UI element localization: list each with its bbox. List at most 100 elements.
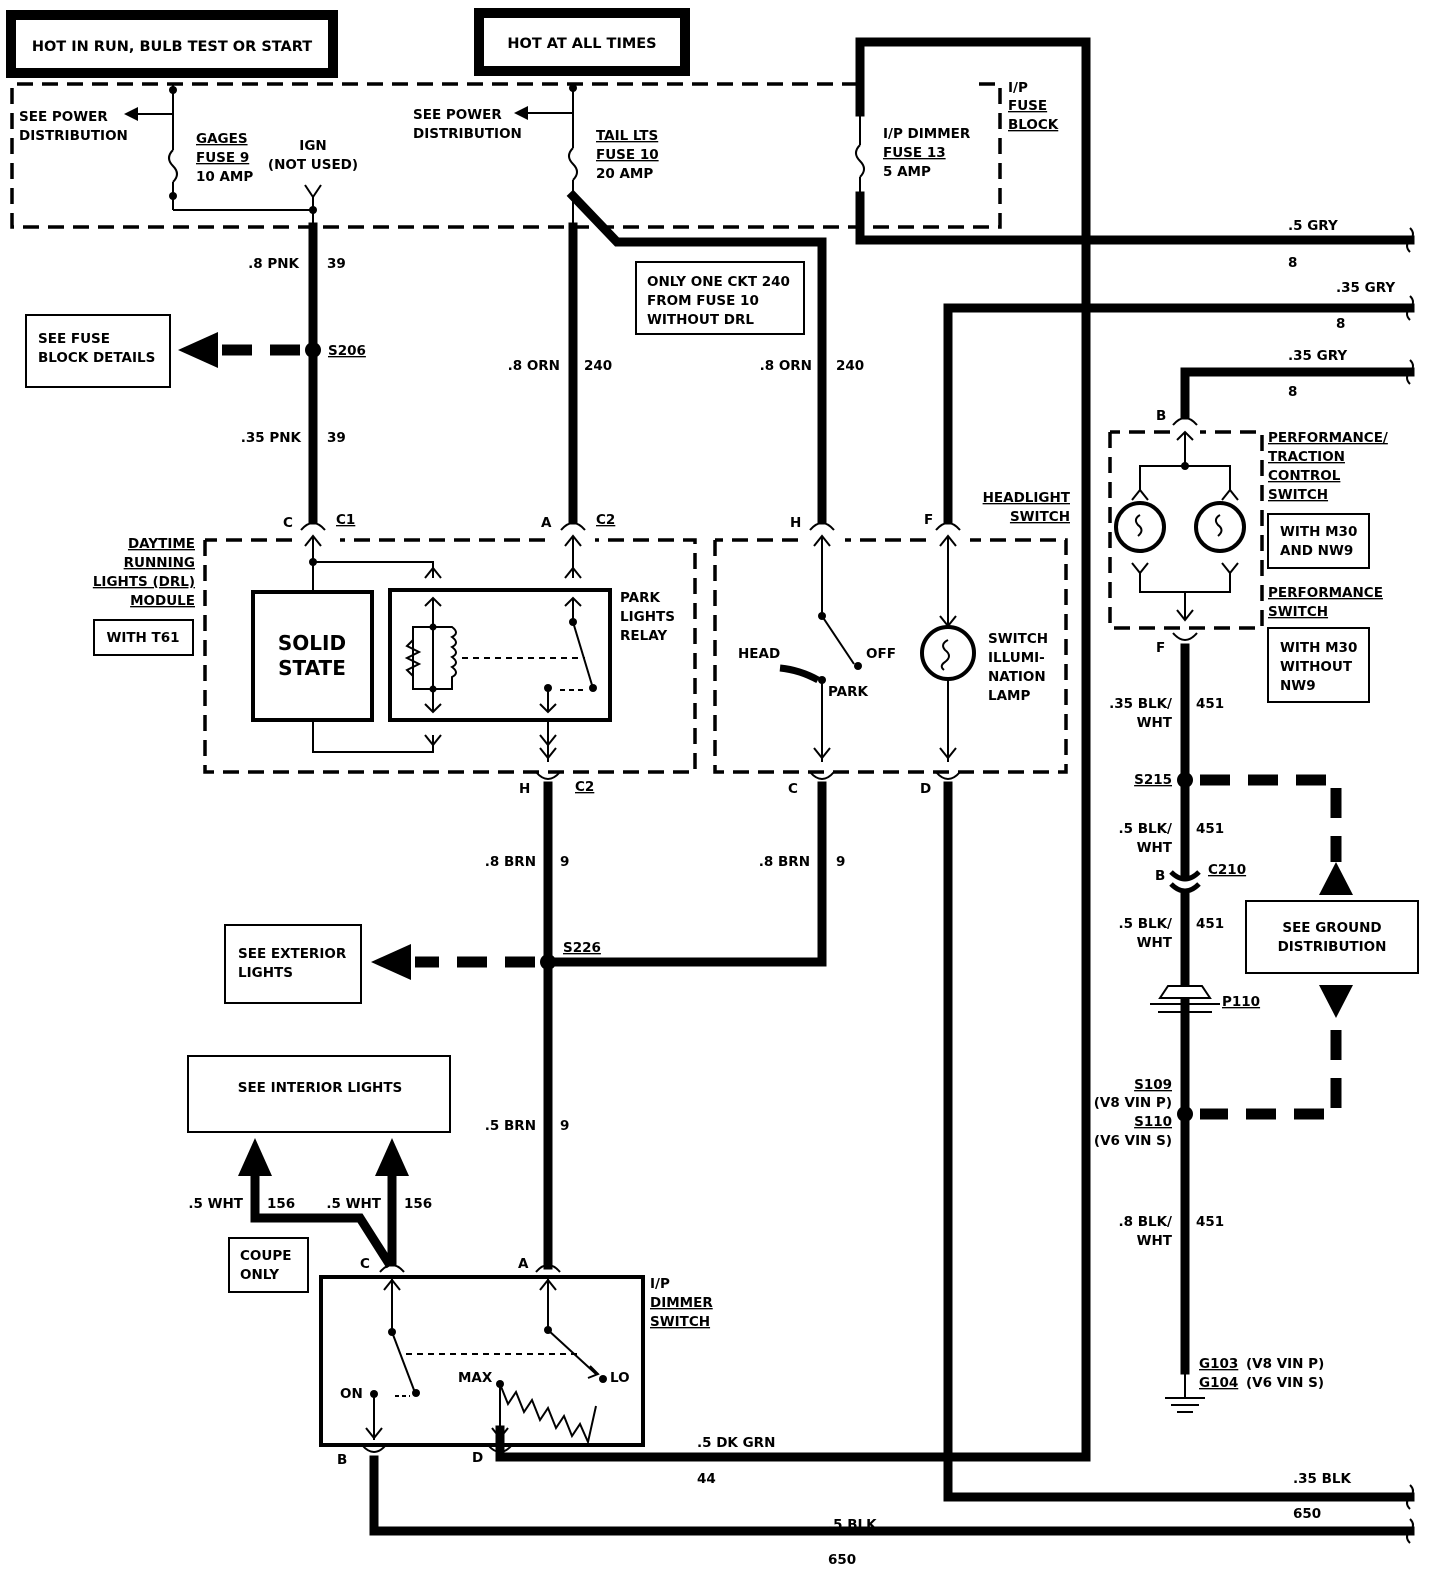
- solid-state-box: [251, 590, 374, 722]
- hot-in-run-label: HOT IN RUN, BULB TEST OR START: [32, 39, 312, 55]
- gry1-label: .5 GRY: [1288, 218, 1338, 234]
- fuse9-b: FUSE 9: [196, 150, 249, 166]
- drl-d: MODULE: [130, 593, 195, 609]
- on-label: ON: [340, 1386, 363, 1402]
- orn1-ckt: 240: [584, 358, 612, 374]
- drl-b: RUNNING: [124, 555, 195, 571]
- fuse-block-outline: [10, 82, 1002, 229]
- hl-sw-a: HEADLIGHT: [983, 490, 1071, 506]
- switch-off-contact: [854, 662, 862, 670]
- blkwht1-ckt: 451: [1196, 696, 1224, 712]
- perf-trac-a: PERFORMANCE/: [1268, 430, 1388, 446]
- illum-a: SWITCH: [988, 631, 1048, 647]
- orn1-label: .8 ORN: [508, 358, 560, 374]
- grommet-p110: [1158, 985, 1212, 999]
- rheostat-icon: [499, 1383, 597, 1446]
- blkwht2-b: WHT: [1137, 840, 1173, 856]
- splice-s109-s110: [1177, 1106, 1193, 1122]
- blkwht2-a: .5 BLK/: [1118, 821, 1172, 837]
- arrow-left-icon: [371, 944, 411, 980]
- orn2-label: .8 ORN: [760, 358, 812, 374]
- park-label: PARK: [828, 684, 868, 700]
- perf-trac-c: CONTROL: [1268, 468, 1341, 484]
- solid-b: STATE: [278, 656, 346, 680]
- see-ground-a: SEE GROUND: [1282, 920, 1381, 936]
- fuse10-b: FUSE 10: [596, 147, 659, 163]
- relay-a: PARK: [620, 590, 660, 606]
- relay-contact: [589, 684, 597, 692]
- p110-label: P110: [1222, 994, 1260, 1010]
- see-power-2a: SEE POWER: [413, 107, 502, 123]
- splice-s206: [305, 342, 321, 358]
- arrow-up-icon: [238, 1138, 272, 1176]
- pin-b-dim: B: [337, 1452, 347, 1468]
- arrow-up-icon: [1319, 862, 1353, 895]
- pnk35-label: .35 PNK: [241, 430, 302, 446]
- arrow-up-icon: [375, 1138, 409, 1176]
- wire-wht-156-a: [250, 1171, 395, 1269]
- hl-sw-b: SWITCH: [1010, 509, 1070, 525]
- with-m30-nw9-box: [1267, 513, 1370, 569]
- arrow-left-icon: [124, 107, 138, 121]
- relay-c: RELAY: [620, 628, 667, 644]
- g103-label: G103: [1199, 1356, 1238, 1372]
- see-interior-box: [187, 1055, 451, 1133]
- relay-b: LIGHTS: [620, 609, 675, 625]
- headlight-switch-outline: [713, 538, 1068, 774]
- wire-gry-35-a: [943, 303, 1415, 525]
- wht1-label: .5 WHT: [188, 1196, 243, 1212]
- coupe-only-box: [228, 1237, 309, 1293]
- drl-a: DAYTIME: [128, 536, 195, 552]
- wire-dk-grn: [495, 37, 1091, 1462]
- blk5-label: .5 BLK: [828, 1517, 877, 1533]
- c2b-label: C2: [575, 779, 594, 795]
- see-ext-b: LIGHTS: [238, 965, 293, 981]
- dimmer-a: I/P: [650, 1276, 670, 1292]
- dkgrn-label: .5 DK GRN: [697, 1435, 775, 1451]
- with-m30-wo-c: NW9: [1280, 678, 1316, 694]
- wire-blk-35: [943, 781, 1415, 1502]
- dkgrn-ckt: 44: [697, 1471, 716, 1487]
- see-int: SEE INTERIOR LIGHTS: [238, 1080, 403, 1096]
- dimmer-switch-box: [319, 1275, 645, 1447]
- fuse13-b: FUSE 13: [883, 145, 946, 161]
- see-power-1b: DISTRIBUTION: [19, 128, 128, 144]
- gry1-ckt: 8: [1288, 255, 1297, 271]
- note-240-c: WITHOUT DRL: [647, 312, 754, 328]
- with-t61-box: [93, 619, 194, 656]
- pin-f-perf: F: [1156, 640, 1165, 656]
- ign-b: (NOT USED): [268, 157, 358, 173]
- blkwht4-ckt: 451: [1196, 1214, 1224, 1230]
- pin-d-dim: D: [472, 1450, 483, 1466]
- fuse9-c: 10 AMP: [196, 169, 253, 185]
- arrow-left-icon: [514, 106, 528, 120]
- blk35-ckt: 650: [1293, 1506, 1321, 1522]
- s110-note: (V6 VIN S): [1094, 1133, 1172, 1149]
- perf-sw-a: PERFORMANCE: [1268, 585, 1383, 601]
- fuse-block-label-1: I/P: [1008, 80, 1028, 96]
- ground-icon: [1165, 1370, 1205, 1413]
- blkwht3-ckt: 451: [1196, 916, 1224, 932]
- coupe-b: ONLY: [240, 1267, 279, 1283]
- c210-label: C210: [1208, 862, 1246, 878]
- with-m30-wo-b: WITHOUT: [1280, 659, 1353, 675]
- brn2-ckt: 9: [836, 854, 845, 870]
- g103-note: (V8 VIN P): [1246, 1356, 1324, 1372]
- see-ground-b: DISTRIBUTION: [1278, 939, 1387, 955]
- wire-brn-9-b: [543, 781, 827, 967]
- relay-coil-icon: [433, 626, 457, 690]
- with-m30-wo-a: WITH M30: [1280, 640, 1357, 656]
- s215-label: S215: [1134, 772, 1172, 788]
- blk5-ckt: 650: [828, 1552, 856, 1568]
- fuse13-a: I/P DIMMER: [883, 126, 971, 142]
- see-ground-box: [1245, 900, 1419, 974]
- drl-module-outline: [203, 538, 697, 774]
- s206-label: S206: [328, 343, 366, 359]
- fuse-block-label-2: FUSE: [1008, 98, 1047, 114]
- wire-gry-5: [855, 191, 1415, 245]
- hot-at-all-times-label: HOT AT ALL TIMES: [507, 36, 656, 52]
- wht1-ckt: 156: [267, 1196, 295, 1212]
- blkwht4-b: WHT: [1137, 1233, 1173, 1249]
- connector-drl-c: [300, 522, 326, 560]
